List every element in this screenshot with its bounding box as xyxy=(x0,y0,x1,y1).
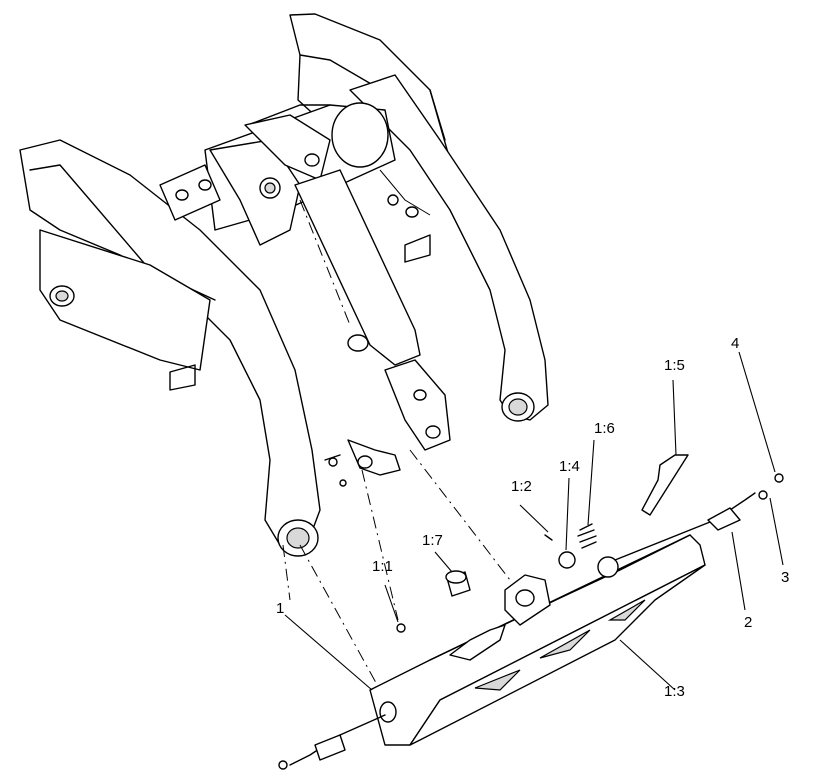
small-parts xyxy=(278,454,784,770)
callout-1-6: 1:6 xyxy=(594,420,615,437)
leader-lines xyxy=(284,351,784,691)
alignment-lines xyxy=(282,199,511,691)
callout-1-5: 1:5 xyxy=(664,357,685,374)
callout-1-1: 1:1 xyxy=(372,558,393,575)
callout-labels: 1 2 3 4 1:1 1:2 1:3 1:4 1:5 1:6 1:7 xyxy=(276,335,789,700)
attachment-plate xyxy=(369,534,706,746)
callout-3: 3 xyxy=(781,569,789,586)
callout-4: 4 xyxy=(731,335,739,352)
callout-2: 2 xyxy=(744,614,752,631)
lift-cylinder xyxy=(294,169,451,451)
loader-frame xyxy=(19,13,549,557)
callout-1-4: 1:4 xyxy=(559,458,580,475)
callout-1-2: 1:2 xyxy=(511,478,532,495)
latch-pin-assembly xyxy=(324,439,401,487)
callout-1-3: 1:3 xyxy=(664,683,685,700)
callout-1: 1 xyxy=(276,600,284,617)
callout-1-7: 1:7 xyxy=(422,532,443,549)
